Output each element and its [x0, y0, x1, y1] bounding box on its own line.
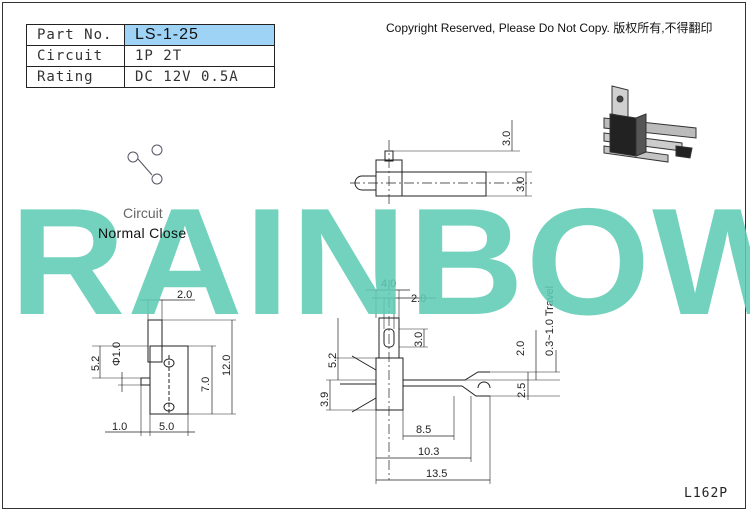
dim-left-height-a: 5.2 — [90, 356, 102, 371]
circuit-state: Normal Close — [98, 225, 187, 241]
dim-front-lever-height: 2.0 — [515, 341, 527, 356]
dim-left-width-bottom: 5.0 — [159, 421, 174, 433]
dim-front-length-c: 13.5 — [426, 468, 447, 480]
copyright-notice: Copyright Reserved, Please Do Not Copy. … — [386, 21, 713, 35]
dim-front-actuator-gap: 2.0 — [411, 293, 426, 305]
circuit-symbol-icon — [127, 144, 163, 185]
dim-front-actuator-width: 4.0 — [381, 278, 396, 290]
dim-front-body-height: 5.2 — [327, 353, 339, 368]
dim-front-length-b: 10.3 — [418, 446, 439, 458]
dim-front-actuator-height: 3.0 — [413, 332, 425, 347]
circuit-title: Circuit — [123, 205, 163, 221]
spec-row-circuit: Circuit 1P 2T — [26, 45, 275, 67]
brand-watermark: RAINBOW — [10, 177, 750, 347]
circuit-value: 1P 2T — [124, 45, 275, 67]
dim-top-width: 3.0 — [515, 177, 527, 192]
spec-row-part-no: Part No. LS-1-25 — [26, 24, 275, 46]
dim-top-length: 3.0 — [501, 131, 513, 146]
rating-value: DC 12V 0.5A — [124, 66, 275, 88]
front-view — [326, 280, 560, 484]
model-code: L162P — [684, 486, 729, 501]
dim-left-height-b: 7.0 — [200, 377, 212, 392]
dim-front-length-a: 8.5 — [416, 424, 431, 436]
top-view — [350, 120, 532, 205]
dim-left-height-c: 12.0 — [221, 355, 233, 376]
dim-left-offset: 1.0 — [112, 421, 127, 433]
rating-label: Rating — [26, 66, 125, 88]
dim-left-width-top: 2.0 — [177, 289, 192, 301]
spec-row-rating: Rating DC 12V 0.5A — [26, 66, 275, 88]
dim-front-lever-tip: 2.5 — [516, 383, 528, 398]
side-view — [92, 299, 236, 436]
dim-front-pin-height: 3.9 — [319, 392, 331, 407]
dim-left-hole-dia: Φ1.0 — [111, 342, 123, 366]
dimension-labels: 2.0 5.2 Φ1.0 7.0 12.0 1.0 5.0 3.0 3.0 4.… — [90, 131, 556, 480]
switch-render-icon — [603, 85, 697, 163]
spec-table: Part No. LS-1-25 Circuit 1P 2T Rating DC… — [26, 24, 275, 88]
dim-front-travel: 0.3~1.0 Travel — [544, 286, 556, 356]
